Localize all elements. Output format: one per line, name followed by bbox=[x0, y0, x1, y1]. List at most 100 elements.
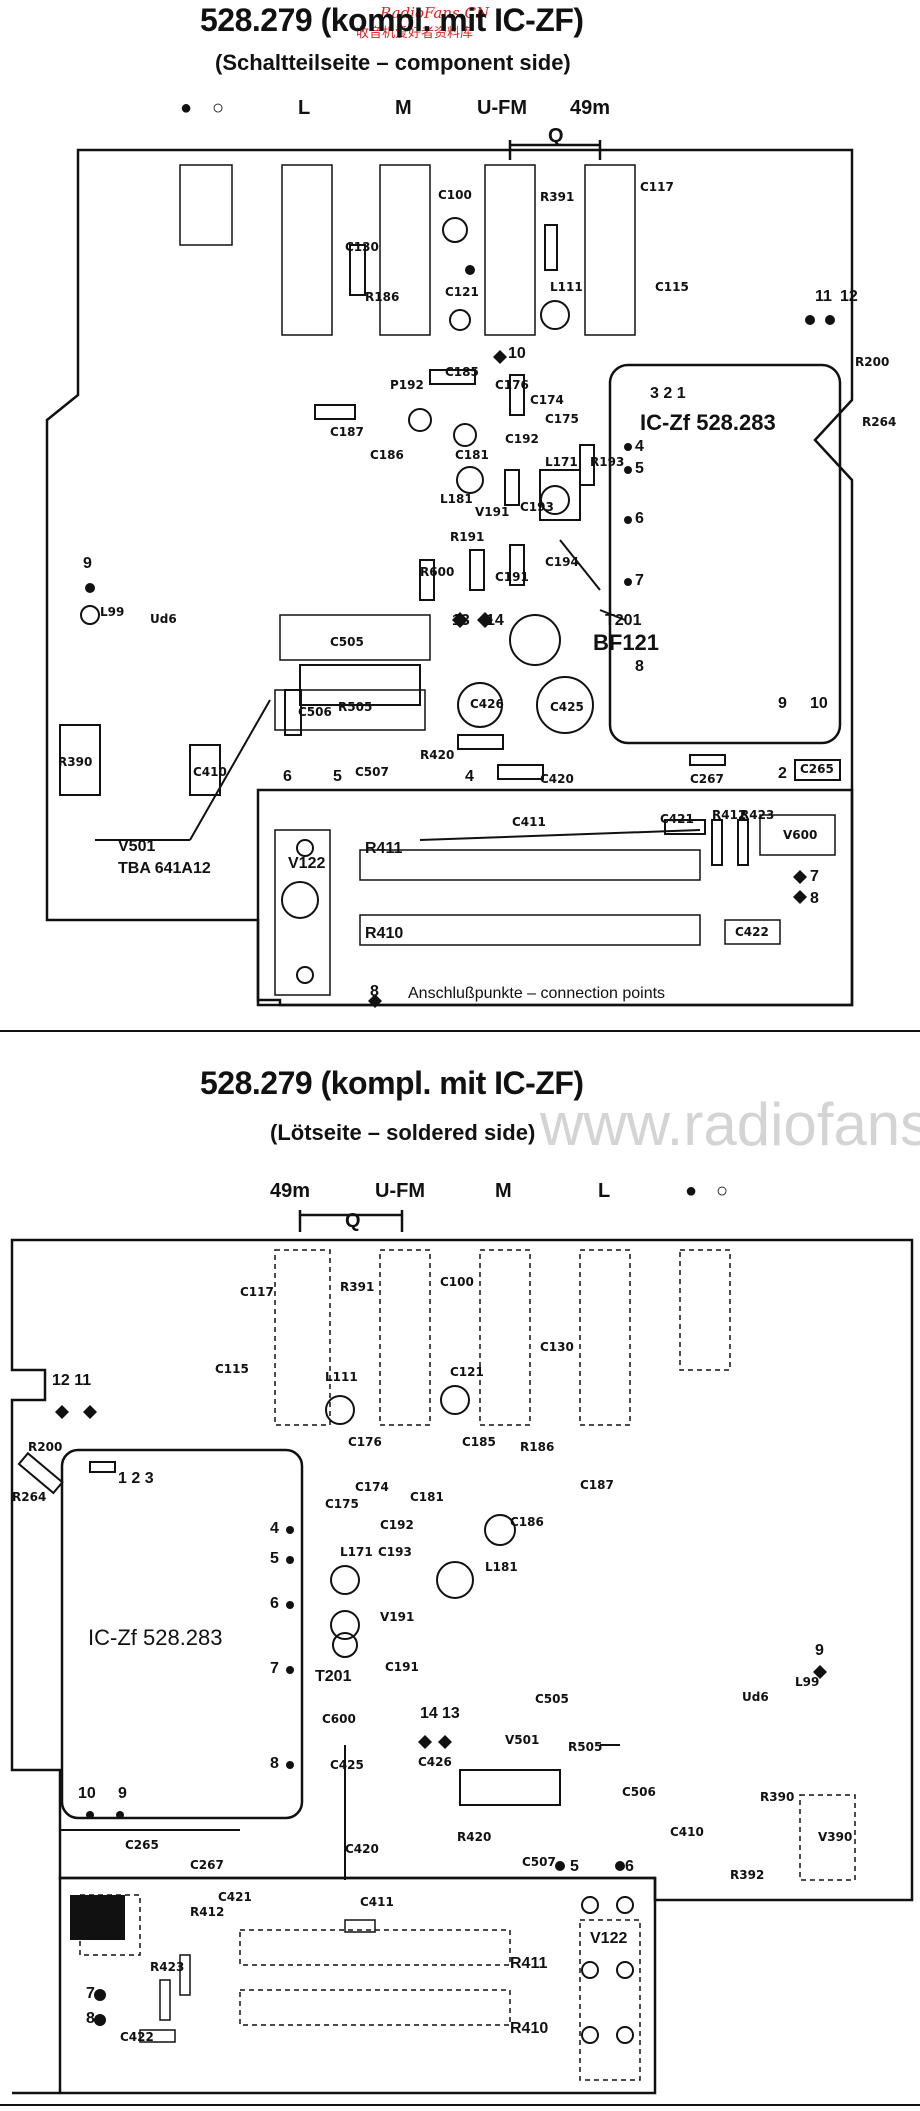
bcomp-c421: C421 bbox=[218, 1890, 252, 1904]
bottom-dot-filled-icon: ● bbox=[685, 1180, 698, 1202]
comp-c421: C421 bbox=[660, 812, 694, 826]
top-band-l: L bbox=[298, 97, 311, 119]
bottom-subtitle: (Lötseite – soldered side) bbox=[270, 1120, 536, 1145]
comp-c506: C506 bbox=[298, 705, 332, 719]
comp-r391: R391 bbox=[540, 190, 575, 204]
comp-c505: C505 bbox=[330, 635, 364, 649]
bottom-q-label: Q bbox=[345, 1210, 361, 1232]
bcomp-v122: V122 bbox=[590, 1930, 628, 1947]
bcomp-r200: R200 bbox=[28, 1440, 63, 1454]
top-point-5: 5 bbox=[333, 768, 342, 785]
bcomp-t201: T201 bbox=[315, 1668, 352, 1685]
top-ic-pin-6: 6 bbox=[635, 510, 644, 527]
comp-ud6: Ud6 bbox=[150, 612, 177, 626]
top-point-9: 9 bbox=[83, 555, 92, 572]
comp-r410: R410 bbox=[365, 925, 404, 942]
bottom-point-11: 11 bbox=[74, 1372, 92, 1389]
bottom-ic-pin-1: 1 bbox=[118, 1470, 127, 1487]
bcomp-v191: V191 bbox=[380, 1610, 415, 1624]
top-ic-pin-4: 4 bbox=[635, 438, 644, 455]
comp-c191: C191 bbox=[495, 570, 529, 584]
comp-c175: C175 bbox=[545, 412, 579, 426]
comp-r193: R193 bbox=[590, 455, 625, 469]
comp-c410: C410 bbox=[193, 765, 227, 779]
bottom-point-12-11: 12 11 bbox=[52, 1372, 91, 1390]
bcomp-c130: C130 bbox=[540, 1340, 574, 1354]
top-ic-label: IC-Zf 528.283 bbox=[640, 410, 776, 435]
top-point-13: 13 bbox=[452, 612, 470, 629]
bcomp-l99: L99 bbox=[795, 1675, 820, 1689]
bottom-band-49m: 49m bbox=[270, 1180, 311, 1202]
bcomp-r505: R505 bbox=[568, 1740, 603, 1754]
top-point-6: 6 bbox=[283, 768, 292, 785]
comp-r412: R412 bbox=[712, 808, 747, 822]
top-ic-pins-321: 3 2 1 bbox=[650, 385, 686, 403]
comp-c507: C507 bbox=[355, 765, 389, 779]
comp-c187: C187 bbox=[330, 425, 364, 439]
legend-num: 8 bbox=[370, 983, 379, 1000]
bcomp-c411: C411 bbox=[360, 1895, 394, 1909]
comp-r420: R420 bbox=[420, 748, 455, 762]
bottom-point-7: 7 bbox=[86, 1985, 95, 2002]
comp-r390: R390 bbox=[58, 755, 93, 769]
comp-c115: C115 bbox=[655, 280, 689, 294]
comp-r200: R200 bbox=[855, 355, 890, 369]
bottom-ic-pin-6: 6 bbox=[270, 1595, 279, 1612]
comp-r191: R191 bbox=[450, 530, 485, 544]
bottom-point-9: 9 bbox=[815, 1642, 824, 1659]
bottom-point-6: 6 bbox=[625, 1858, 634, 1875]
bottom-point-13: 13 bbox=[442, 1705, 460, 1722]
bcomp-c174: C174 bbox=[355, 1480, 389, 1494]
bottom-ic-pin-2: 2 bbox=[131, 1470, 141, 1487]
bcomp-c426: C426 bbox=[418, 1755, 452, 1769]
comp-c100: C100 bbox=[438, 188, 472, 202]
bcomp-r420: R420 bbox=[457, 1830, 492, 1844]
comp-l111: L111 bbox=[550, 280, 583, 294]
comp-c186: C186 bbox=[370, 448, 404, 462]
top-point-8: 8 bbox=[810, 890, 819, 907]
legend-text: Anschlußpunkte – connection points bbox=[408, 985, 666, 1002]
bcomp-r390: R390 bbox=[760, 1790, 795, 1804]
comp-c420: C420 bbox=[540, 772, 574, 786]
comp-v600: V600 bbox=[783, 828, 818, 842]
bcomp-v390: V390 bbox=[818, 1830, 853, 1844]
bottom-dot-open-icon: ○ bbox=[716, 1180, 729, 1202]
bottom-ic-pin-7: 7 bbox=[270, 1660, 279, 1677]
watermark-site: RadioFans.CN bbox=[380, 4, 490, 22]
bottom-band-ufm: U-FM bbox=[375, 1180, 425, 1202]
bcomp-c191: C191 bbox=[385, 1660, 419, 1674]
bcomp-l181: L181 bbox=[485, 1560, 518, 1574]
bottom-point-8: 8 bbox=[86, 2010, 95, 2027]
top-ic-pin-9: 9 bbox=[778, 695, 787, 712]
bcomp-r264: R264 bbox=[12, 1490, 47, 1504]
top-q-label: Q bbox=[548, 125, 564, 147]
comp-c425: C425 bbox=[550, 700, 584, 714]
bcomp-c193: C193 bbox=[378, 1545, 412, 1559]
comp-r423: R423 bbox=[740, 808, 775, 822]
bottom-ic-pin-3: 3 bbox=[144, 1470, 154, 1487]
comp-c193: C193 bbox=[520, 500, 554, 514]
comp-l99: L99 bbox=[100, 605, 125, 619]
top-dot-open-icon: ○ bbox=[212, 97, 225, 119]
bcomp-c175: C175 bbox=[325, 1497, 359, 1511]
comp-t201: T201 bbox=[605, 612, 642, 629]
comp-l171: L171 bbox=[545, 455, 578, 469]
bcomp-r392: R392 bbox=[730, 1868, 765, 1882]
bcomp-c506: C506 bbox=[622, 1785, 656, 1799]
comp-c130: C130 bbox=[345, 240, 379, 254]
top-title: 528.279 (kompl. mit IC-ZF) bbox=[200, 2, 584, 38]
bcomp-l111: L111 bbox=[325, 1370, 358, 1384]
comp-c181: C181 bbox=[455, 448, 489, 462]
comp-c194: C194 bbox=[545, 555, 579, 569]
bcomp-c267: C267 bbox=[190, 1858, 224, 1872]
comp-c121: C121 bbox=[445, 285, 479, 299]
bcomp-c185: C185 bbox=[462, 1435, 496, 1449]
top-ic-pin-7: 7 bbox=[635, 572, 644, 589]
bcomp-c121: C121 bbox=[450, 1365, 484, 1379]
section-divider bbox=[0, 1030, 920, 1032]
comp-c265: C265 bbox=[800, 762, 834, 776]
bcomp-c425: C425 bbox=[330, 1758, 364, 1772]
bcomp-r412: R412 bbox=[190, 1905, 225, 1919]
comp-bf121: BF121 bbox=[593, 630, 660, 655]
comp-c176: C176 bbox=[495, 378, 529, 392]
